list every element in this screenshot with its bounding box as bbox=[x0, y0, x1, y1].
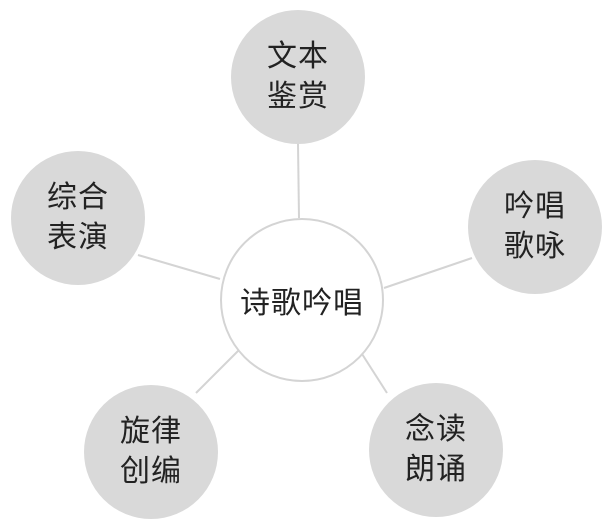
node-label: 文本 鉴赏 bbox=[267, 37, 329, 117]
node-label-line1: 吟唱 bbox=[504, 189, 566, 224]
node-label: 吟唱 歌咏 bbox=[504, 187, 566, 267]
center-node-label: 诗歌吟唱 bbox=[240, 286, 364, 321]
node-melody-creation: 旋律 创编 bbox=[84, 385, 218, 519]
connector-to-comprehensive-performance bbox=[137, 254, 221, 280]
node-label-line1: 综合 bbox=[47, 180, 109, 215]
node-label-line2: 朗诵 bbox=[405, 452, 467, 487]
node-label-line2: 歌咏 bbox=[504, 229, 566, 264]
node-text-appreciation: 文本 鉴赏 bbox=[231, 10, 365, 144]
connector-to-chanting-singing bbox=[383, 257, 473, 289]
connector-to-text-appreciation bbox=[297, 143, 300, 219]
node-label-line2: 创编 bbox=[120, 454, 182, 489]
node-label: 综合 表演 bbox=[47, 178, 109, 258]
node-comprehensive-performance: 综合 表演 bbox=[11, 151, 145, 285]
node-label-line2: 鉴赏 bbox=[267, 79, 329, 114]
node-label-line1: 念读 bbox=[405, 412, 467, 447]
node-label: 念读 朗诵 bbox=[405, 410, 467, 490]
center-node: 诗歌吟唱 bbox=[220, 218, 384, 382]
node-label-line1: 文本 bbox=[267, 39, 329, 74]
node-label: 旋律 创编 bbox=[120, 412, 182, 492]
node-chanting-singing: 吟唱 歌咏 bbox=[468, 160, 602, 294]
node-label-line2: 表演 bbox=[47, 220, 109, 255]
node-label-line1: 旋律 bbox=[120, 414, 182, 449]
node-reading-reciting: 念读 朗诵 bbox=[369, 383, 503, 517]
